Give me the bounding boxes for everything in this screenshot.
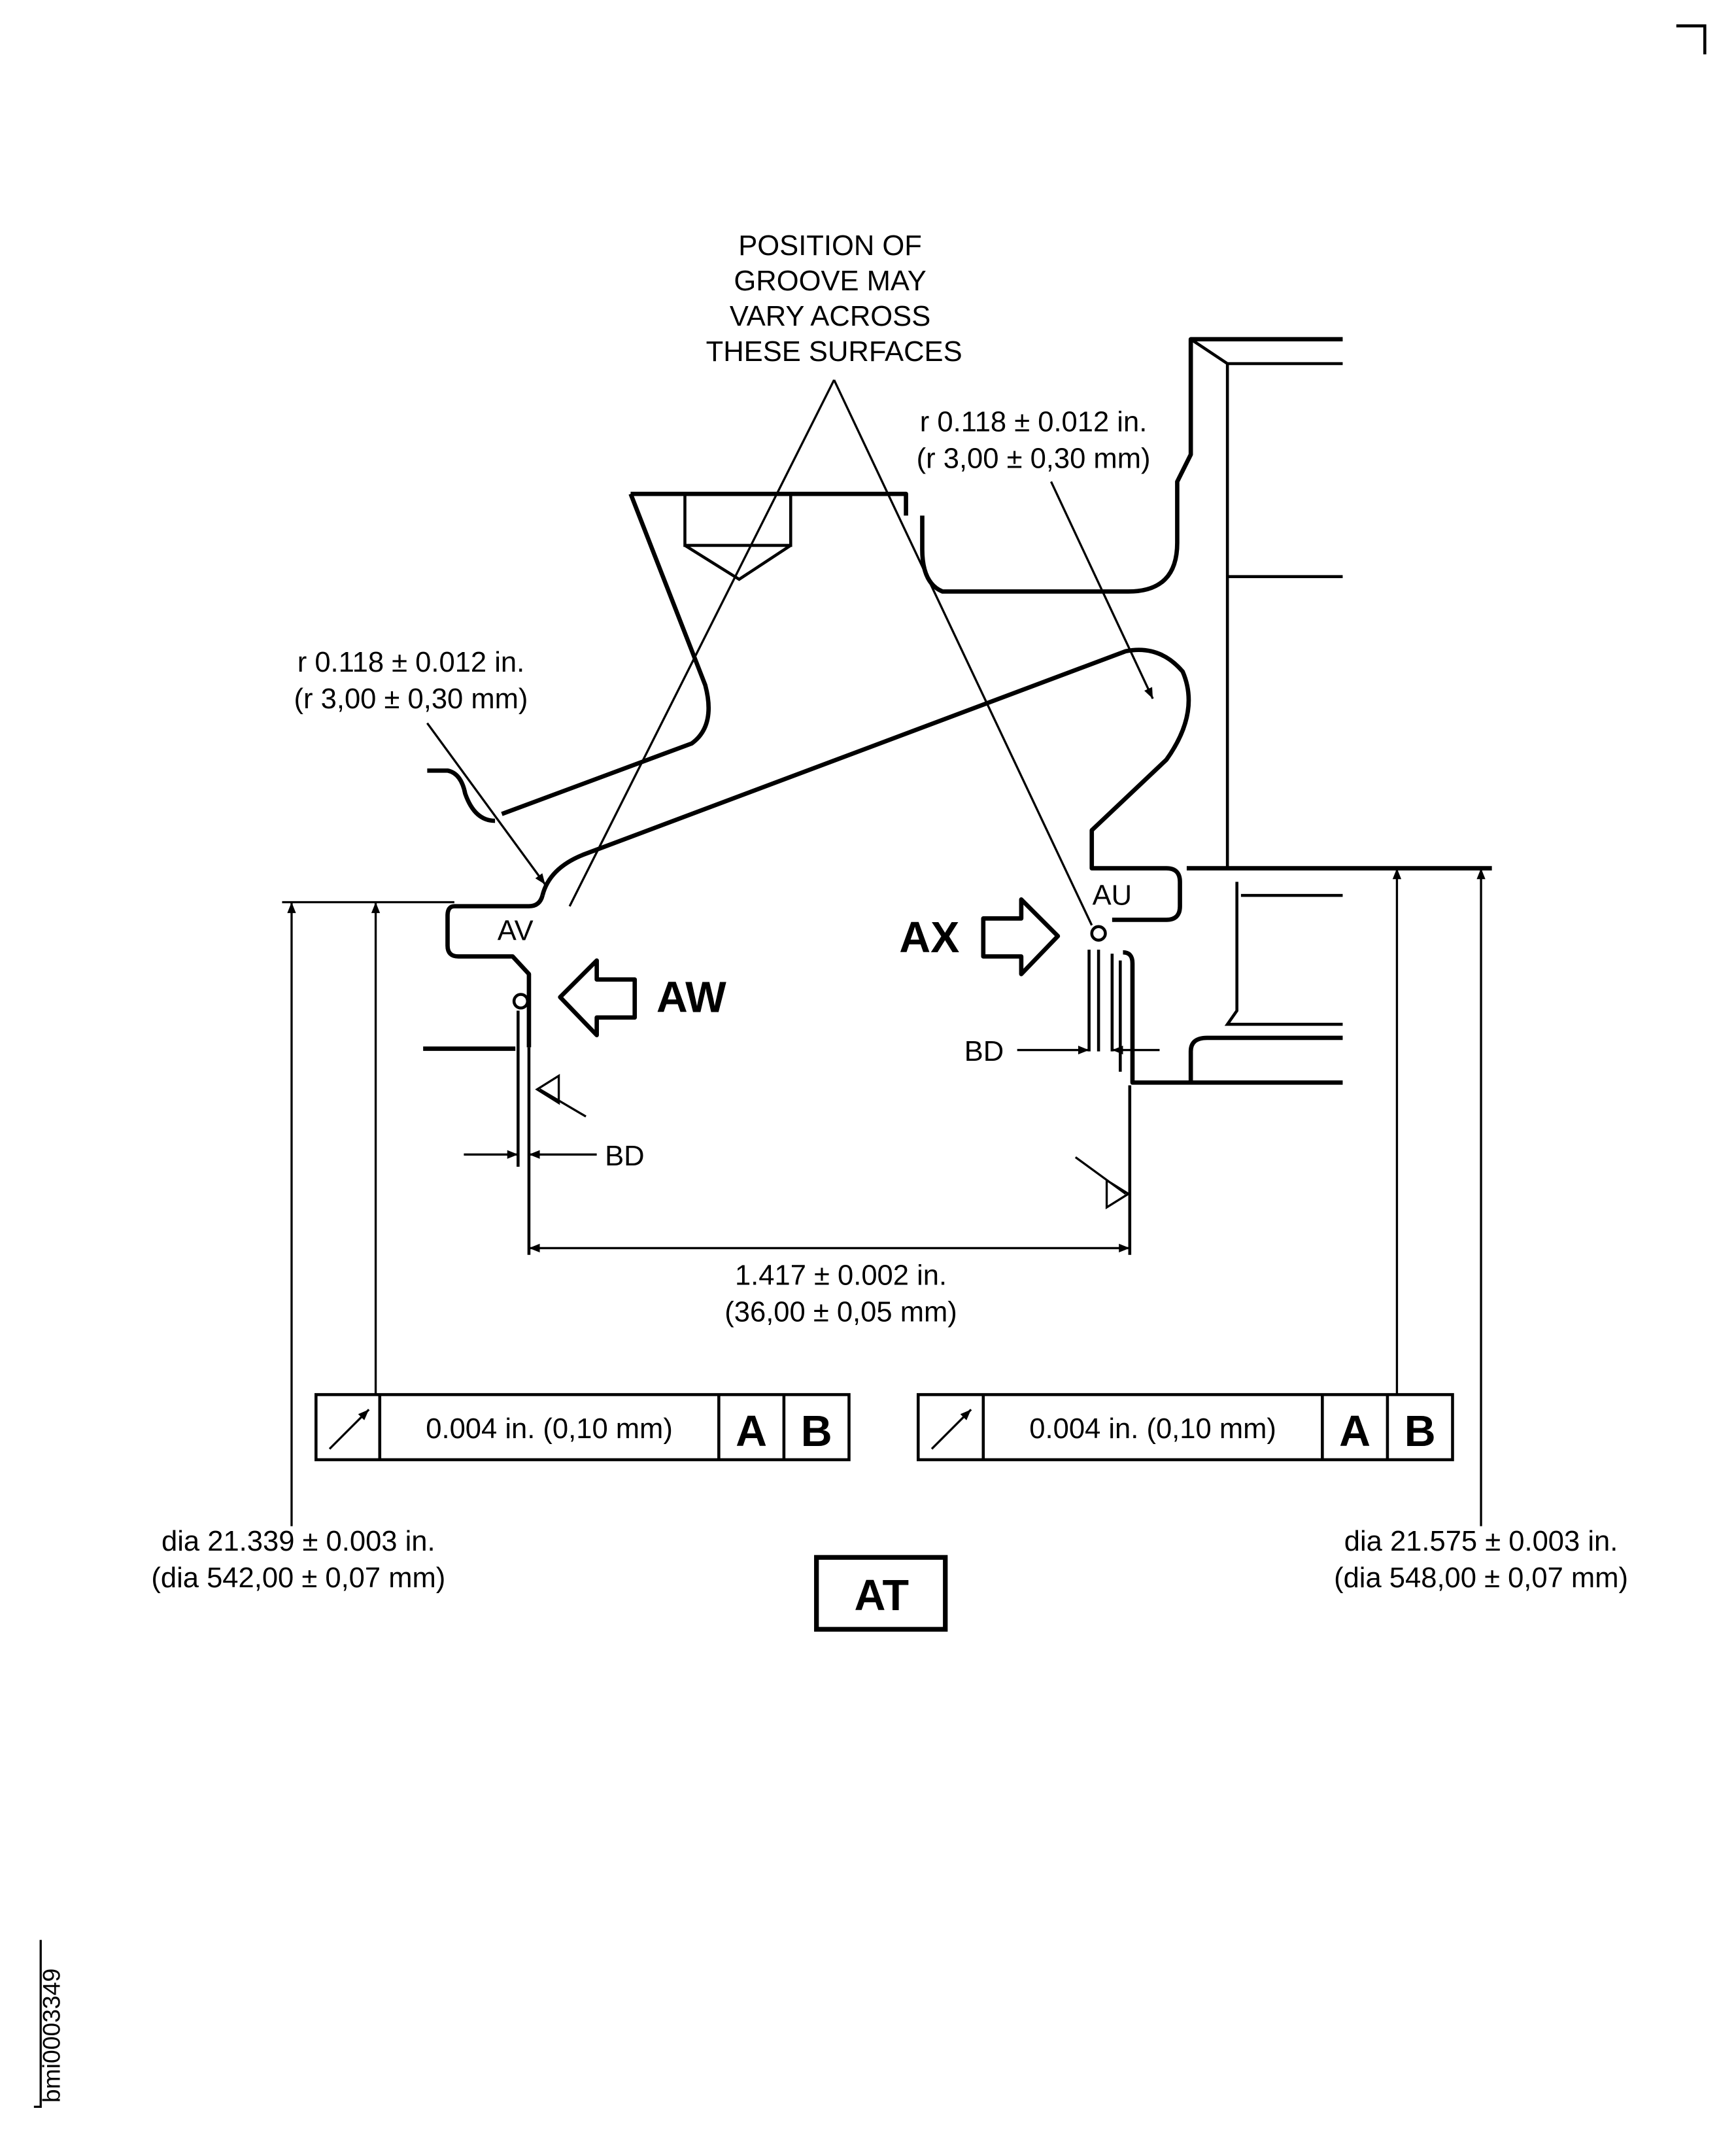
fcf-left-datum-b: B <box>801 1407 832 1456</box>
dia-right-in: dia 21.575 ± 0.003 in. <box>1344 1526 1618 1557</box>
label-au: AU <box>1093 880 1132 912</box>
width-dim-in: 1.417 ± 0.002 in. <box>735 1260 947 1291</box>
fcf-right-tolerance: 0.004 in. (0,10 mm) <box>1029 1413 1276 1445</box>
label-aw: AW <box>656 973 726 1022</box>
housing-outline <box>423 337 1492 1255</box>
bd-left: BD <box>605 1141 645 1172</box>
runout-arrow-icon <box>930 1409 972 1450</box>
view-label-at: AT <box>854 1572 909 1620</box>
feature-control-frame-right: 0.004 in. (0,10 mm) A B <box>916 1393 1454 1462</box>
figure-id: bmi0003349 <box>37 1969 65 2103</box>
view-arrow-aw-icon <box>558 958 638 1038</box>
radius-left-in: r 0.118 ± 0.012 in. <box>298 647 525 678</box>
fcf-left-tolerance: 0.004 in. (0,10 mm) <box>426 1413 673 1445</box>
fcf-right-datum-a: A <box>1339 1407 1370 1456</box>
fcf-right-datum-b: B <box>1404 1407 1436 1456</box>
label-ax: AX <box>899 914 959 962</box>
view-arrow-ax-icon <box>981 897 1061 976</box>
corner-mark <box>1676 24 1707 55</box>
radius-right-mm: (r 3,00 ± 0,30 mm) <box>917 443 1151 475</box>
dia-right-mm: (dia 548,00 ± 0,07 mm) <box>1334 1562 1628 1594</box>
dia-left-mm: (dia 542,00 ± 0,07 mm) <box>151 1562 445 1594</box>
runout-arrow-icon <box>328 1409 370 1450</box>
radius-left-mm: (r 3,00 ± 0,30 mm) <box>294 683 528 715</box>
feature-control-frame-left: 0.004 in. (0,10 mm) A B <box>315 1393 851 1462</box>
radius-right-in: r 0.118 ± 0.012 in. <box>920 407 1148 438</box>
fcf-left-datum-a: A <box>736 1407 767 1456</box>
dia-left-in: dia 21.339 ± 0.003 in. <box>162 1526 435 1557</box>
groove-note: POSITION OF GROOVE MAY VARY ACROSS THESE… <box>706 230 962 368</box>
bd-right: BD <box>964 1036 1004 1067</box>
label-av: AV <box>498 916 534 947</box>
width-dim-mm: (36,00 ± 0,05 mm) <box>724 1296 957 1328</box>
